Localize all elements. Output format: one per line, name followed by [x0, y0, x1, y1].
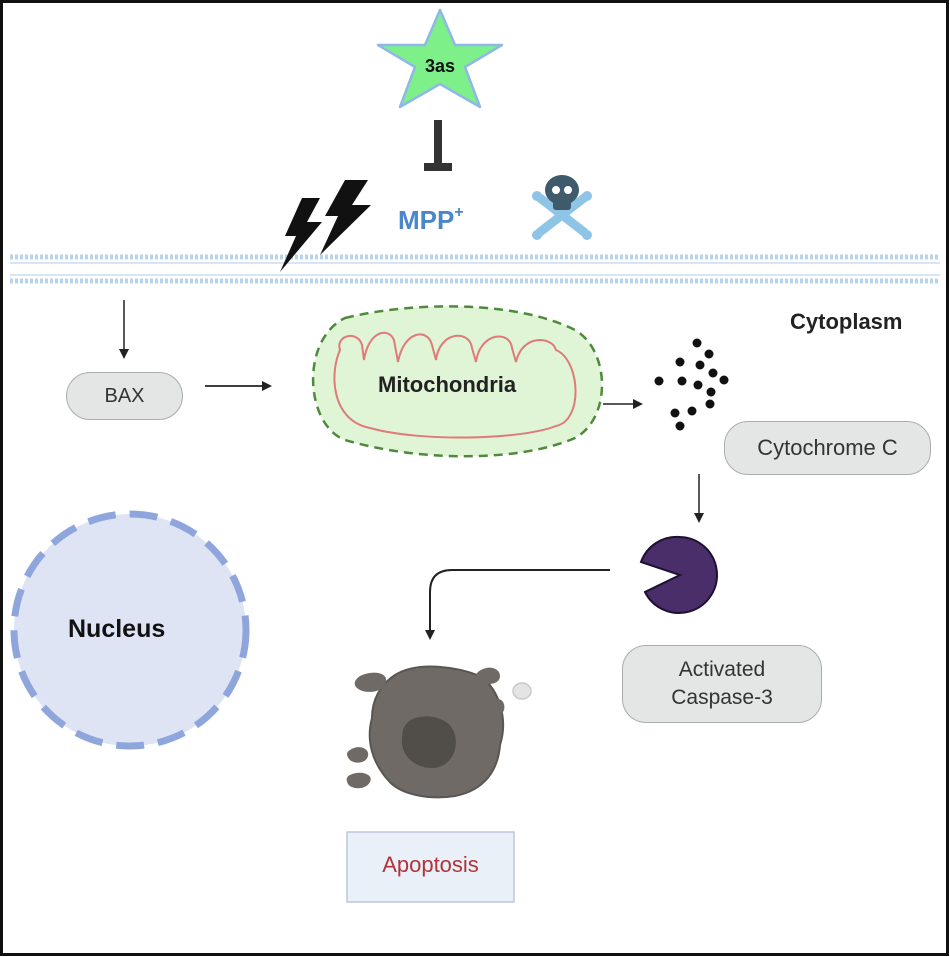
cytochrome-c-particles [654, 338, 729, 431]
cell-membrane [10, 254, 940, 284]
inhibitor-star-icon [376, 8, 504, 109]
caspase-3-icon [639, 535, 718, 614]
nucleus-label: Nucleus [68, 615, 166, 643]
lightning-bolt-icon [320, 180, 371, 255]
bax-node: BAX [66, 372, 183, 420]
apoptosis-label: Apoptosis [382, 852, 479, 877]
mitochondria-icon [311, 305, 604, 458]
nucleus-icon [10, 510, 250, 750]
inhibitor-label: 3as [424, 56, 456, 76]
caspase-line-1: Activated [678, 658, 766, 681]
inhibition-bar [424, 120, 452, 171]
toxin-name: MPP [398, 205, 455, 235]
cytochrome-c-label: Cytochrome C [757, 435, 898, 460]
bax-label: BAX [104, 384, 145, 407]
lightning-bolt-icon [280, 198, 322, 272]
apoptosis-box [346, 831, 515, 903]
skull-crossbones-icon [532, 175, 592, 240]
arrow-caspase-to-apoptosis [425, 569, 610, 640]
toxin-charge: + [454, 204, 464, 222]
caspase-3-node: Activated Caspase-3 [622, 645, 822, 723]
cytoplasm-label: Cytoplasm [790, 309, 903, 334]
cytochrome-c-node: Cytochrome C [724, 421, 931, 475]
apoptotic-cell-icon [346, 665, 532, 799]
mitochondria-label: Mitochondria [378, 372, 517, 397]
toxin-label: MPP+ [398, 204, 464, 236]
caspase-line-2: Caspase-3 [671, 686, 773, 709]
